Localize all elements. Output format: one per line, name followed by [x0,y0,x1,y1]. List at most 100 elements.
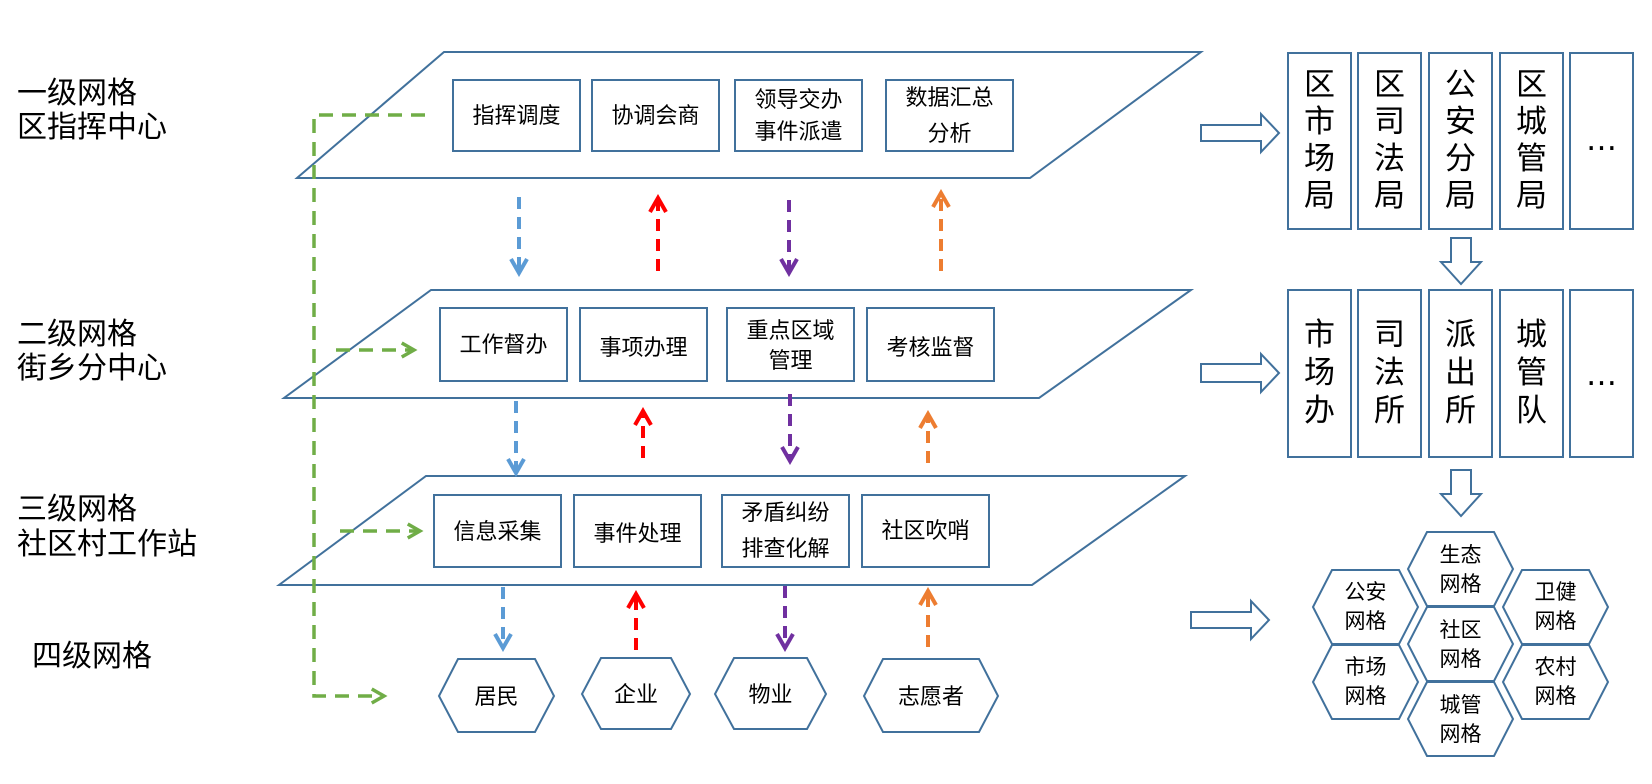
box-label-line-2: 事件派遣 [754,120,842,145]
dept-char: 公 [1445,67,1476,103]
dept-char: 局 [1516,178,1547,214]
hex-label-line-1: 生态 [1440,543,1482,567]
ellipsis: … [1586,122,1617,158]
street-dept-urban-management-team: 城 管 队 [1499,289,1564,458]
dept-char: 司 [1374,317,1405,353]
box-label-line-1: 领导交办 [754,88,842,113]
district-dept-market-bureau: 区 市 场 局 [1287,52,1352,230]
dept-char: 城 [1516,317,1547,353]
block-arrow-right-3 [1190,598,1271,642]
dept-char: 局 [1304,178,1335,214]
level-4-entity-property: 物业 [713,657,828,730]
box-label: 事项办理 [599,336,687,361]
level-4-entity-volunteers: 志愿者 [862,658,1000,733]
level-4-entity-enterprises: 企业 [580,657,692,730]
level-2-title: 二级网格 [17,317,137,352]
box-label-line-2: 排查化解 [741,537,829,562]
layer-2-box-key-areas: 重点区域 管理 [726,307,855,382]
hex-community-grid: 社区 网格 [1406,606,1515,682]
layer-3-box-info-collection: 信息采集 [433,494,562,568]
level-1-title: 一级网格 [17,76,137,111]
hex-label-line-1: 市场 [1345,655,1387,679]
hex-label-line-2: 网格 [1535,684,1577,708]
district-dept-justice-bureau: 区 司 法 局 [1357,52,1422,230]
layer-2-box-supervision: 工作督办 [439,307,568,382]
dept-char: 队 [1516,393,1547,429]
layer-1-box-command: 指挥调度 [452,79,581,152]
hex-label-line-2: 网格 [1440,647,1482,671]
dept-char: 分 [1445,141,1476,177]
level-label-4: 四级网格 [32,639,152,674]
green-dashed-spine [312,113,425,705]
dept-char: 城 [1516,104,1547,140]
entity-label: 居民 [474,685,518,710]
dept-char: 法 [1374,141,1405,177]
level-label-2: 二级网格 街乡分中心 [17,317,167,386]
hex-label-line-2: 网格 [1345,684,1387,708]
layer-1-box-data-analysis: 数据汇总 分析 [885,79,1014,152]
box-label: 工作督办 [459,333,547,358]
layer-3-box-community-whistle: 社区吹哨 [861,494,990,568]
level-3-title: 三级网格 [17,492,137,527]
dept-char: 所 [1445,393,1476,429]
dept-char: 局 [1374,178,1405,214]
hex-label-line-2: 网格 [1535,609,1577,633]
block-arrow-right-1 [1200,111,1281,155]
hex-label-line-1: 卫健 [1535,580,1577,604]
district-dept-police-branch: 公 安 分 局 [1428,52,1493,230]
layer-2-plane [280,289,1195,399]
dept-char: 管 [1516,141,1547,177]
box-label-line-1: 重点区域 [746,319,834,344]
layer-2-box-assessment: 考核监督 [866,307,995,382]
level-4-title: 四级网格 [32,639,152,674]
dept-char: 场 [1304,355,1335,391]
layer-1-box-coordination: 协调会商 [591,79,720,152]
hex-health-grid: 卫健 网格 [1501,569,1610,645]
box-label: 信息采集 [453,520,541,545]
block-arrow-right-2 [1200,351,1281,395]
dept-char: 法 [1374,355,1405,391]
box-label-line-2: 管理 [768,349,812,374]
layer-3-box-dispute-resolution: 矛盾纠纷 排查化解 [721,494,850,568]
dept-char: 出 [1445,355,1476,391]
box-label-line-2: 分析 [927,122,971,147]
box-label: 事件处理 [593,522,681,547]
district-dept-urban-management-bureau: 区 城 管 局 [1499,52,1564,230]
layer-3-box-event-handling: 事件处理 [573,494,702,568]
level-label-1: 一级网格 区指挥中心 [17,76,167,145]
dept-char: 所 [1374,393,1405,429]
dept-char: 区 [1304,67,1335,103]
dept-char: 区 [1374,67,1405,103]
hex-rural-grid: 农村 网格 [1501,644,1610,720]
entity-label: 企业 [614,683,658,708]
hex-urban-management-grid: 城管 网格 [1406,681,1515,757]
hex-ecology-grid: 生态 网格 [1406,531,1515,607]
district-dept-more: … [1569,52,1634,230]
block-arrow-down-1 [1438,237,1484,286]
box-label: 协调会商 [611,104,699,129]
box-label-line-1: 矛盾纠纷 [741,501,829,526]
street-dept-justice-office: 司 法 所 [1357,289,1422,458]
layer-2-box-handling: 事项办理 [579,307,708,382]
dept-char: 派 [1445,317,1476,353]
dept-char: 场 [1304,141,1335,177]
level-4-entity-residents: 居民 [437,658,556,733]
hex-label-line-1: 农村 [1535,655,1577,679]
dept-char: 管 [1516,355,1547,391]
box-label: 社区吹哨 [881,519,969,544]
layer-1-box-dispatch: 领导交办 事件派遣 [734,79,863,152]
hex-label-line-2: 网格 [1345,609,1387,633]
dept-char: 区 [1516,67,1547,103]
dept-char: 市 [1304,317,1335,353]
dept-char: 局 [1445,178,1476,214]
box-label: 考核监督 [886,336,974,361]
layer-3-plane [275,475,1189,586]
street-dept-police-station: 派 出 所 [1428,289,1493,458]
street-dept-more: … [1569,289,1634,458]
level-3-subtitle: 社区村工作站 [17,527,197,562]
level-2-subtitle: 街乡分中心 [17,351,167,386]
hex-label-line-1: 社区 [1440,618,1482,642]
level-label-3: 三级网格 社区村工作站 [17,492,197,562]
